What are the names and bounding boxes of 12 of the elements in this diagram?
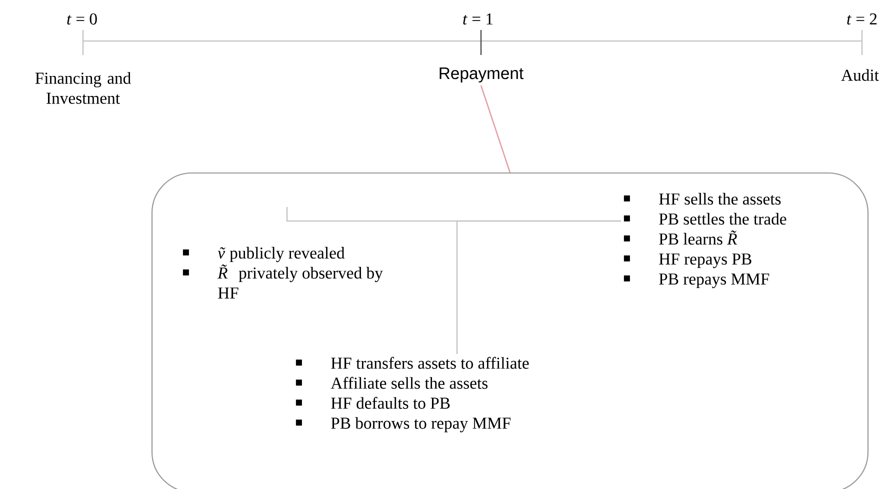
stage-label: Repayment (440, 68, 524, 82)
rounded-box (151, 172, 869, 489)
connector-line (480, 85, 511, 173)
time-label: t = 1 (463, 13, 492, 25)
bullet-list: ṽ publicly revealed R̃ privately observed by HF (182, 246, 383, 298)
stage-label: Financing and Investment (35, 72, 131, 104)
time-label: t = 0 (67, 13, 97, 25)
bullet-list: HF transfers assets to affiliate Affiliate sells the assets HF defaults to PB PB borrows to repay MMF (296, 356, 529, 432)
bullet-list: HF sells the assets PB settles the trade PB learns R̃ HF repays PB PB repays MMF (624, 192, 786, 288)
connector-line (456, 220, 621, 354)
stage-label: Audit (841, 69, 879, 81)
time-label: t = 2 (847, 13, 877, 25)
